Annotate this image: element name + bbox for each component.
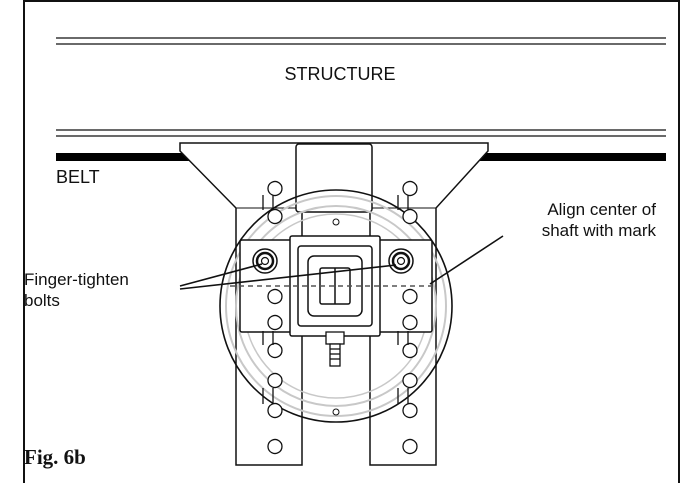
finger-tighten-callout: Finger-tighten bolts bbox=[24, 270, 129, 311]
finger-tighten-leaders bbox=[179, 263, 397, 290]
structure-label: STRUCTURE bbox=[284, 64, 396, 84]
right-leg-slots bbox=[397, 180, 418, 455]
align-leader bbox=[429, 235, 504, 285]
left-leg-slots bbox=[262, 180, 283, 455]
top-block bbox=[295, 143, 373, 213]
align-shaft-callout: Align center of shaft with mark bbox=[542, 200, 656, 241]
figure-caption: Fig. 6b bbox=[24, 445, 86, 469]
motor-mark-bottom bbox=[332, 408, 340, 416]
left-bolt bbox=[252, 248, 278, 274]
clamp-plate bbox=[239, 235, 433, 337]
finger-callout-line-1: Finger-tighten bbox=[24, 270, 129, 289]
align-callout-line-1: Align center of bbox=[547, 200, 656, 219]
belt-band bbox=[56, 153, 666, 161]
right-bolt bbox=[388, 248, 414, 274]
finger-callout-line-2: bolts bbox=[24, 290, 60, 310]
motor-mark-top bbox=[332, 218, 340, 226]
figure-frame bbox=[23, 0, 680, 483]
align-callout-line-2: shaft with mark bbox=[541, 220, 656, 240]
structure-beam bbox=[56, 37, 666, 137]
adjustment-screw bbox=[325, 331, 345, 367]
belt-label: BELT bbox=[56, 167, 100, 187]
